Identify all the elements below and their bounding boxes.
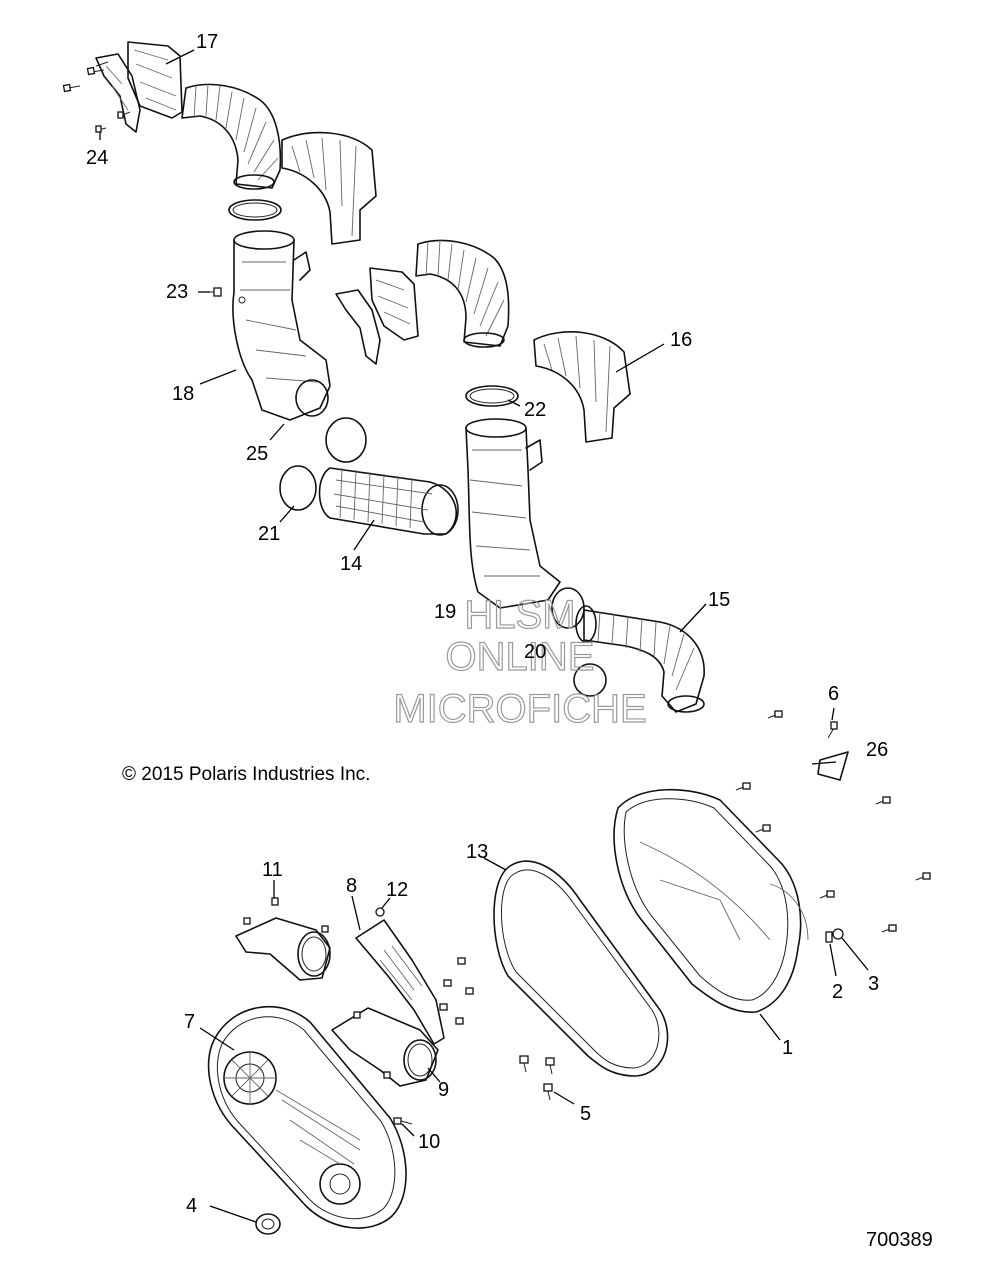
middle-elbow-duct [415, 239, 510, 348]
callout-23: 23 [166, 281, 188, 303]
callout-22: 22 [524, 399, 546, 421]
cover-screws [735, 710, 931, 933]
callout-15: 15 [708, 589, 730, 611]
callout-4: 4 [186, 1195, 197, 1217]
part-7-inner-cover [207, 1005, 407, 1229]
callout-6: 6 [828, 683, 839, 705]
callout-21: 21 [258, 523, 280, 545]
upper-clamp-ring [228, 199, 282, 221]
callout-10: 10 [418, 1131, 440, 1153]
callout-8: 8 [346, 875, 357, 897]
watermark-line2: ONLINE [446, 635, 595, 679]
middle-shield [335, 267, 419, 365]
part-24-screws [62, 61, 131, 133]
callout-3: 3 [868, 973, 879, 995]
part-25-clamp [325, 417, 367, 463]
parts-2-3-hardware [825, 928, 844, 943]
upper-elbow-duct [181, 83, 282, 190]
callout-7: 7 [184, 1011, 195, 1033]
part-13-drive-belt [493, 860, 669, 1077]
watermark: HLSM ONLINE MICROFICHE [393, 592, 648, 731]
part-16-shroud [533, 331, 631, 443]
callout-17: 17 [196, 31, 218, 53]
callout-16: 16 [670, 329, 692, 351]
copyright-notice: © 2015 Polaris Industries Inc. [122, 764, 370, 785]
upper-shroud [281, 131, 377, 245]
part-18-intake-duct [232, 230, 331, 421]
callout-1: 1 [782, 1037, 793, 1059]
callout-5: 5 [580, 1103, 591, 1125]
part-17-shield [95, 41, 183, 133]
drawing-number: 700389 [866, 1229, 933, 1251]
part-9-outlet-duct [331, 1007, 439, 1087]
part-1-outer-cover [613, 788, 809, 1013]
callout-19: 19 [434, 601, 456, 623]
callout-26: 26 [866, 739, 888, 761]
part-20-clamp [551, 587, 585, 629]
part-19-duct [465, 418, 561, 609]
callout-24: 24 [86, 147, 108, 169]
part-8-heat-shield [355, 907, 445, 1045]
lower-clamp-ring [573, 663, 607, 697]
callout-12: 12 [386, 879, 408, 901]
part-4-seal [255, 1213, 281, 1235]
callout-13: 13 [466, 841, 488, 863]
part-14-bellows-boot [318, 467, 459, 536]
callout-25: 25 [246, 443, 268, 465]
callout-2: 2 [832, 981, 843, 1003]
part-22-clamp [465, 385, 519, 407]
part-26-decal [817, 751, 849, 781]
watermark-line1: HLSM [464, 593, 575, 637]
watermark-line3: MICROFICHE [393, 687, 646, 731]
callout-18: 18 [172, 383, 194, 405]
callout-9: 9 [438, 1079, 449, 1101]
callout-14: 14 [340, 553, 362, 575]
part-5-screws [519, 1055, 555, 1101]
part-11-inlet-duct [235, 897, 331, 981]
part-21-clamp [279, 465, 317, 511]
part-10-screw [393, 1117, 413, 1125]
callout-11: 11 [262, 859, 283, 881]
center-screws [439, 957, 474, 1025]
leader-lines [99, 49, 869, 1223]
callout-20: 20 [524, 641, 546, 663]
